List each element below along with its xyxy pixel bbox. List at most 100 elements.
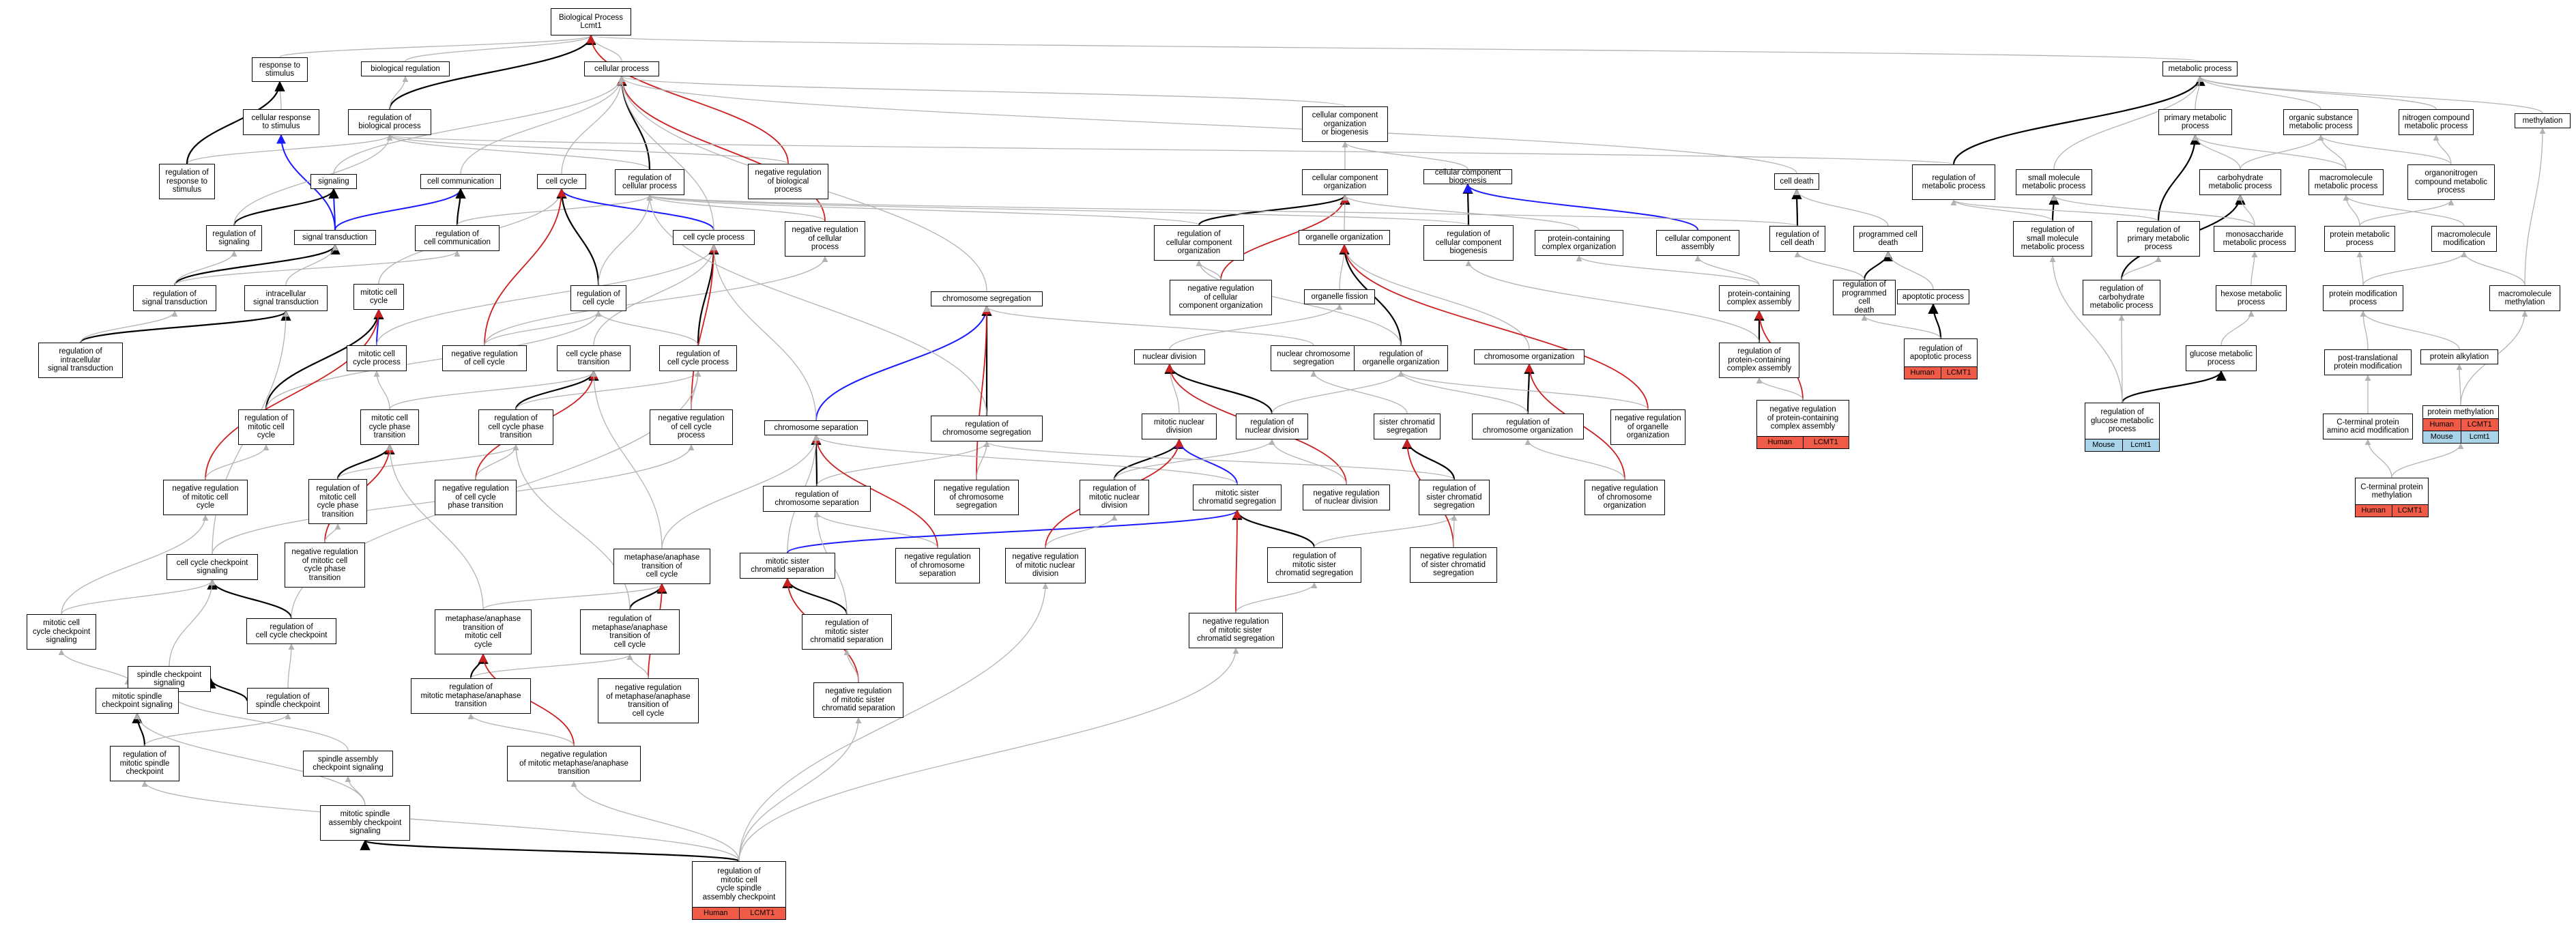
go-term-cellcycle[interactable]: cell cycle bbox=[537, 174, 586, 189]
go-term-regsigtrans[interactable]: regulation of signal transduction bbox=[133, 285, 216, 311]
go-term-regprogcelldeath[interactable]: regulation of programmed cell death bbox=[1833, 280, 1896, 315]
go-term-mitmetaanatrans[interactable]: metaphase/anaphase transition of mitotic… bbox=[435, 609, 532, 654]
go-term-spindleassembly[interactable]: spindle assembly checkpoint signaling bbox=[303, 751, 393, 777]
go-term-negregmitnucdiv[interactable]: negative regulation of mitotic nuclear d… bbox=[1005, 548, 1086, 583]
go-term-mitccchksig[interactable]: mitotic cell cycle checkpoint signaling bbox=[27, 614, 96, 650]
go-term-regcarbmetab[interactable]: regulation of carbohydrate metabolic pro… bbox=[2083, 280, 2160, 315]
go-term-apoptotic[interactable]: apoptotic process bbox=[1897, 289, 1969, 304]
go-term-mitcellcycleproc[interactable]: mitotic cell cycle process bbox=[347, 345, 407, 371]
go-term-sigtrans[interactable]: signal transduction bbox=[294, 230, 376, 245]
go-term-negregcp[interactable]: negative regulation of cellular process bbox=[785, 221, 865, 257]
go-term-negregnucdiv[interactable]: negative regulation of nuclear division bbox=[1303, 484, 1390, 510]
go-term-nucchromseg[interactable]: nuclear chromosome segregation bbox=[1271, 345, 1357, 371]
go-term-regmitmetaana[interactable]: regulation of mitotic metaphase/anaphase… bbox=[411, 678, 531, 714]
go-term-protalkyl[interactable]: protein alkylation bbox=[2420, 349, 2498, 364]
go-term-ccorg[interactable]: cellular component organization bbox=[1302, 169, 1388, 195]
go-term-mitsisterseg[interactable]: mitotic sister chromatid segregation bbox=[1193, 484, 1282, 510]
go-term-negregchromseg[interactable]: negative regulation of chromosome segreg… bbox=[934, 480, 1019, 515]
go-term-bp[interactable]: Biological Process Lcmt1 bbox=[551, 8, 631, 35]
go-term-primarymetab[interactable]: primary metabolic process bbox=[2158, 109, 2232, 135]
go-term-regmitccphase[interactable]: regulation of mitotic cell cycle phase t… bbox=[308, 479, 367, 524]
go-term-regccproc[interactable]: regulation of cell cycle process bbox=[659, 345, 737, 371]
go-term-proteinmetab[interactable]: protein metabolic process bbox=[2324, 226, 2395, 252]
go-term-regcellproc[interactable]: regulation of cellular process bbox=[615, 169, 684, 195]
go-term-cterm[interactable]: C-terminal protein amino acid modificati… bbox=[2323, 414, 2413, 439]
go-term-regcellcomm[interactable]: regulation of cell communication bbox=[415, 225, 500, 251]
go-term-regprimarymetab[interactable]: regulation of primary metabolic process bbox=[2117, 221, 2200, 257]
go-term-regintrasig[interactable]: regulation of intracellular signal trans… bbox=[38, 343, 123, 378]
go-term-regccbio[interactable]: regulation of cellular component biogene… bbox=[1423, 225, 1514, 261]
go-term-negregchromsep[interactable]: negative regulation of chromosome separa… bbox=[895, 548, 980, 583]
go-term-regorgorg[interactable]: regulation of organelle organization bbox=[1354, 345, 1448, 371]
go-term-negregorgorg[interactable]: negative regulation of organelle organiz… bbox=[1610, 409, 1685, 445]
go-term-monosacch[interactable]: monosaccharide metabolic process bbox=[2214, 226, 2296, 252]
go-term-ccbio[interactable]: cellular component biogenesis bbox=[1423, 169, 1512, 185]
go-term-regmetaanatrans[interactable]: regulation of metaphase/anaphase transit… bbox=[580, 609, 680, 654]
go-term-negregprotcomplexassembly[interactable]: negative regulation of protein-containin… bbox=[1756, 400, 1849, 449]
go-term-smallmol[interactable]: small molecule metabolic process bbox=[2016, 169, 2092, 195]
go-term-negregccphase[interactable]: negative regulation of cell cycle phase … bbox=[435, 480, 517, 515]
go-term-resp[interactable]: response to stimulus bbox=[252, 57, 308, 82]
go-term-carbmetab[interactable]: carbohydrate metabolic process bbox=[2199, 169, 2281, 195]
go-term-negregmitccphase[interactable]: negative regulation of mitotic cell cycl… bbox=[285, 542, 365, 588]
go-term-protcomplexorg[interactable]: protein-containing complex organization bbox=[1535, 230, 1623, 256]
go-term-regchromorg[interactable]: regulation of chromosome organization bbox=[1472, 414, 1584, 439]
go-term-regchromsep[interactable]: regulation of chromosome separation bbox=[763, 486, 871, 512]
go-term-target[interactable]: regulation of mitotic cell cycle spindle… bbox=[692, 861, 786, 920]
go-term-mitnucdiv[interactable]: mitotic nuclear division bbox=[1142, 414, 1217, 439]
go-term-spindlechk[interactable]: spindle checkpoint signaling bbox=[128, 666, 211, 692]
go-term-progcelldeath[interactable]: programmed cell death bbox=[1853, 226, 1923, 252]
go-term-cellcycleproc[interactable]: cell cycle process bbox=[673, 230, 755, 245]
go-term-ccchecksig[interactable]: cell cycle checkpoint signaling bbox=[167, 554, 258, 580]
go-term-mitspindleassembly[interactable]: mitotic spindle assembly checkpoint sign… bbox=[320, 805, 410, 841]
go-term-negregcellcycle[interactable]: negative regulation of cell cycle bbox=[442, 345, 527, 371]
go-term-cellcomm[interactable]: cell communication bbox=[420, 174, 501, 189]
go-term-regmitsistersep[interactable]: regulation of mitotic sister chromatid s… bbox=[802, 614, 892, 650]
go-term-negregchromorg[interactable]: negative regulation of chromosome organi… bbox=[1584, 480, 1665, 515]
go-term-negregmetaana[interactable]: negative regulation of metaphase/anaphas… bbox=[598, 678, 699, 723]
go-term-sisterseg[interactable]: sister chromatid segregation bbox=[1374, 414, 1441, 439]
go-term-regsignaling[interactable]: regulation of signaling bbox=[206, 225, 262, 251]
go-term-regmitspindlechk[interactable]: regulation of mitotic spindle checkpoint bbox=[110, 746, 179, 781]
go-term-negregmitsisterseg[interactable]: negative regulation of mitotic sister ch… bbox=[1189, 613, 1283, 648]
go-term-mitccphasetrans[interactable]: mitotic cell cycle phase transition bbox=[360, 409, 419, 445]
go-term-negregsisterseg[interactable]: negative regulation of sister chromatid … bbox=[1410, 547, 1497, 583]
go-term-intrasig[interactable]: intracellular signal transduction bbox=[244, 285, 328, 311]
go-term-regcelldeath[interactable]: regulation of cell death bbox=[1769, 226, 1825, 252]
go-term-negregbp[interactable]: negative regulation of biological proces… bbox=[748, 164, 828, 199]
go-term-negregccproc[interactable]: negative regulation of cell cycle proces… bbox=[650, 409, 733, 445]
go-term-regccphasetrans[interactable]: regulation of cell cycle phase transitio… bbox=[478, 409, 553, 445]
go-term-regbp[interactable]: regulation of biological process bbox=[348, 109, 431, 135]
go-term-ccassembly[interactable]: cellular component assembly bbox=[1656, 230, 1739, 256]
go-term-regsmallmol[interactable]: regulation of small molecule metabolic p… bbox=[2013, 221, 2092, 257]
go-term-regchromseg[interactable]: regulation of chromosome segregation bbox=[931, 416, 1043, 442]
go-term-ccorgbio[interactable]: cellular component organization or bioge… bbox=[1302, 106, 1388, 142]
go-term-methylation[interactable]: methylation bbox=[2515, 113, 2571, 128]
go-term-orgorg[interactable]: organelle organization bbox=[1299, 230, 1390, 245]
go-term-regcellcycle[interactable]: regulation of cell cycle bbox=[570, 285, 626, 311]
go-term-regspindlechk[interactable]: regulation of spindle checkpoint bbox=[247, 688, 329, 714]
go-term-organonitrogen[interactable]: organonitrogen compound metabolic proces… bbox=[2407, 164, 2495, 200]
go-term-protcomplexassembly[interactable]: protein-containing complex assembly bbox=[1719, 285, 1799, 311]
go-term-mitsisterchromsep[interactable]: mitotic sister chromatid separation bbox=[740, 553, 835, 579]
go-term-celldeath[interactable]: cell death bbox=[1774, 173, 1819, 190]
go-term-regnucdiv[interactable]: regulation of nuclear division bbox=[1236, 414, 1308, 439]
go-term-posttrans[interactable]: post-translational protein modification bbox=[2324, 349, 2412, 375]
go-term-negregmitsistersep[interactable]: negative regulation of mitotic sister ch… bbox=[813, 682, 903, 718]
go-term-macromolmeth[interactable]: macromolecule methylation bbox=[2489, 285, 2560, 311]
go-term-regccorg[interactable]: regulation of cellular component organiz… bbox=[1154, 225, 1244, 261]
go-term-regprotcomplexassembly[interactable]: regulation of protein-containing complex… bbox=[1719, 343, 1799, 378]
go-term-mitspindlechk[interactable]: mitotic spindle checkpoint signaling bbox=[96, 688, 179, 714]
go-term-nucdiv[interactable]: nuclear division bbox=[1134, 349, 1205, 364]
go-term-regmetab[interactable]: regulation of metabolic process bbox=[1912, 164, 1995, 200]
go-term-glucose[interactable]: glucose metabolic process bbox=[2186, 345, 2257, 371]
go-term-protmod[interactable]: protein modification process bbox=[2323, 285, 2403, 311]
go-term-signaling[interactable]: signaling bbox=[310, 174, 357, 189]
go-term-chromorg[interactable]: chromosome organization bbox=[1474, 349, 1584, 364]
go-term-regresp[interactable]: regulation of response to stimulus bbox=[159, 164, 215, 199]
go-term-cellresp[interactable]: cellular response to stimulus bbox=[243, 109, 319, 135]
